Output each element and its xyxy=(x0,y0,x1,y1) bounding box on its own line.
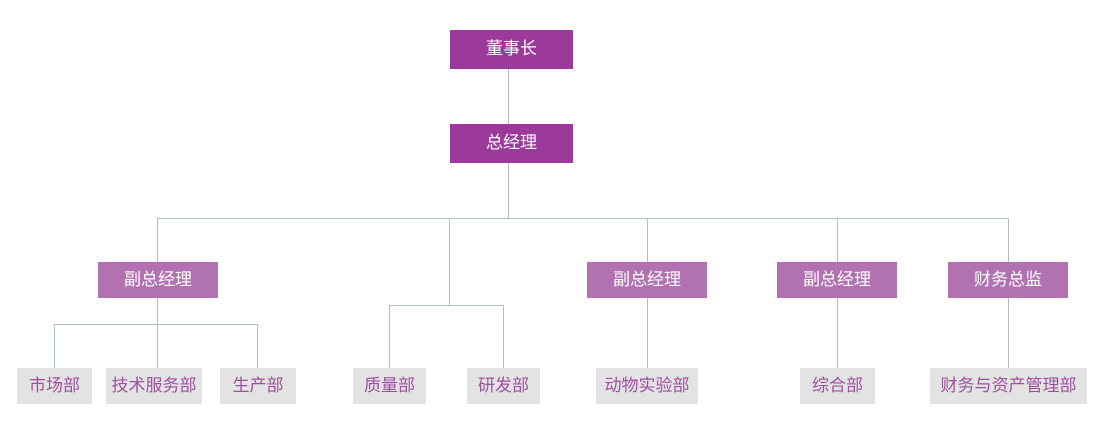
connector-line xyxy=(1008,298,1009,368)
connector-line xyxy=(157,218,158,262)
connector-line xyxy=(508,163,509,218)
node-animal-lab-dept[interactable]: 动物实验部 xyxy=(596,368,698,404)
node-deputy-gm-3[interactable]: 副总经理 xyxy=(777,262,897,298)
node-finance-asset-dept[interactable]: 财务与资产管理部 xyxy=(930,368,1087,404)
connector-line xyxy=(54,324,55,368)
connector-line xyxy=(503,305,504,368)
connector-line xyxy=(837,298,838,368)
node-general-affairs-dept[interactable]: 综合部 xyxy=(800,368,875,404)
node-rnd-dept[interactable]: 研发部 xyxy=(467,368,540,404)
connector-line xyxy=(157,324,158,368)
node-finance-director[interactable]: 财务总监 xyxy=(948,262,1068,298)
node-deputy-gm-2[interactable]: 副总经理 xyxy=(587,262,707,298)
node-deputy-gm-1[interactable]: 副总经理 xyxy=(98,262,218,298)
connector-line xyxy=(837,218,838,262)
node-chairman[interactable]: 董事长 xyxy=(450,30,573,69)
connector-line xyxy=(157,298,158,324)
connector-line xyxy=(257,324,258,368)
connector-line xyxy=(389,305,390,368)
connector-line xyxy=(157,218,1009,219)
node-quality-dept[interactable]: 质量部 xyxy=(353,368,426,404)
connector-line xyxy=(647,298,648,368)
connector-line xyxy=(54,324,258,325)
connector-line xyxy=(508,69,509,124)
connector-line xyxy=(1008,218,1009,262)
node-tech-service-dept[interactable]: 技术服务部 xyxy=(106,368,202,404)
node-general-manager[interactable]: 总经理 xyxy=(450,124,573,163)
connector-line xyxy=(647,218,648,262)
connector-line xyxy=(389,305,503,306)
connector-line xyxy=(449,218,450,305)
node-production-dept[interactable]: 生产部 xyxy=(220,368,296,404)
node-marketing-dept[interactable]: 市场部 xyxy=(17,368,92,404)
